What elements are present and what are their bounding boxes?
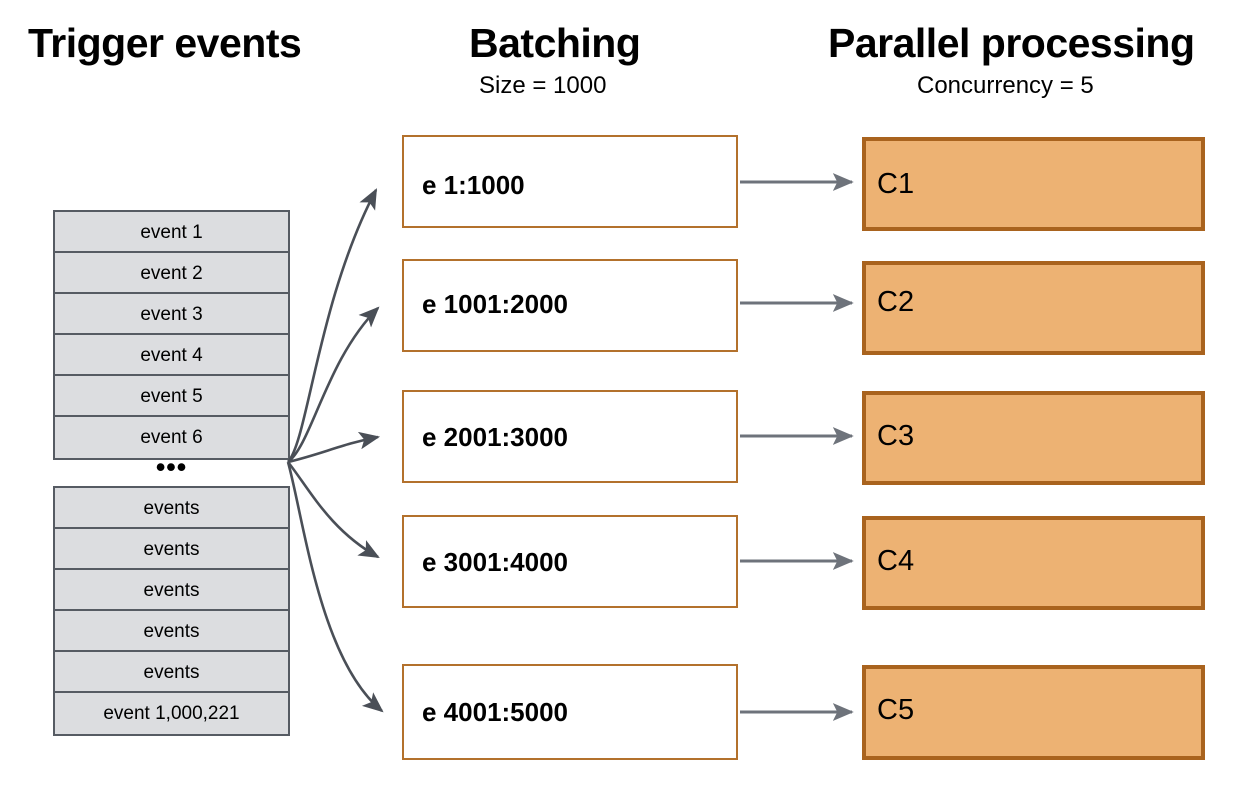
list-item: events <box>55 611 288 652</box>
batch-label-1: e 1:1000 <box>422 170 525 200</box>
batch-label-5: e 4001:5000 <box>422 697 569 727</box>
fan-arrow-to-batch-5 <box>286 461 384 713</box>
concurrency-box-3 <box>862 391 1205 485</box>
list-item: event 3 <box>55 294 288 335</box>
concurrency-label-5: C5 <box>877 694 915 726</box>
event-list-top-block: event 1 event 2 event 3 event 4 event 5 … <box>53 210 290 460</box>
fan-arrow-to-batch-2 <box>287 306 380 464</box>
batch-label-2: e 1001:2000 <box>422 289 569 319</box>
concurrency-label-2: C2 <box>877 286 915 318</box>
list-item: event 2 <box>55 253 288 294</box>
fan-arrow-to-batch-4 <box>286 461 380 559</box>
column-title-trigger-events: Trigger events <box>28 20 302 66</box>
list-item: events <box>55 488 288 529</box>
list-item: event 5 <box>55 376 288 417</box>
list-item: event 1,000,221 <box>55 693 288 734</box>
column-title-batching: Batching <box>469 20 641 66</box>
batch-box-3 <box>402 390 738 483</box>
list-item: events <box>55 652 288 693</box>
batch-label-3: e 2001:3000 <box>422 422 569 452</box>
column-subtitle-concurrency: Concurrency = 5 <box>917 72 1094 99</box>
batch-box-2 <box>402 259 738 352</box>
list-item: event 4 <box>55 335 288 376</box>
batch-box-4 <box>402 515 738 608</box>
list-item: events <box>55 529 288 570</box>
list-item: events <box>55 570 288 611</box>
concurrency-label-1: C1 <box>877 168 915 200</box>
column-subtitle-batch-size: Size = 1000 <box>479 72 607 99</box>
concurrency-box-4 <box>862 516 1205 610</box>
column-title-parallel-processing: Parallel processing <box>828 20 1195 66</box>
concurrency-box-5 <box>862 665 1205 760</box>
list-item: event 6 <box>55 417 288 458</box>
concurrency-box-1 <box>862 137 1205 231</box>
concurrency-label-3: C3 <box>877 420 915 452</box>
concurrency-label-4: C4 <box>877 545 915 577</box>
batch-box-1 <box>402 135 738 228</box>
event-list-ellipsis: ••• <box>155 452 188 482</box>
event-list-bottom-block: events events events events events event… <box>53 486 290 736</box>
batch-box-5 <box>402 664 738 760</box>
list-item: event 1 <box>55 212 288 253</box>
fan-arrow-to-batch-3 <box>287 431 381 464</box>
concurrency-box-2 <box>862 261 1205 355</box>
fan-arrow-to-batch-1 <box>286 188 378 463</box>
batch-label-4: e 3001:4000 <box>422 547 569 577</box>
